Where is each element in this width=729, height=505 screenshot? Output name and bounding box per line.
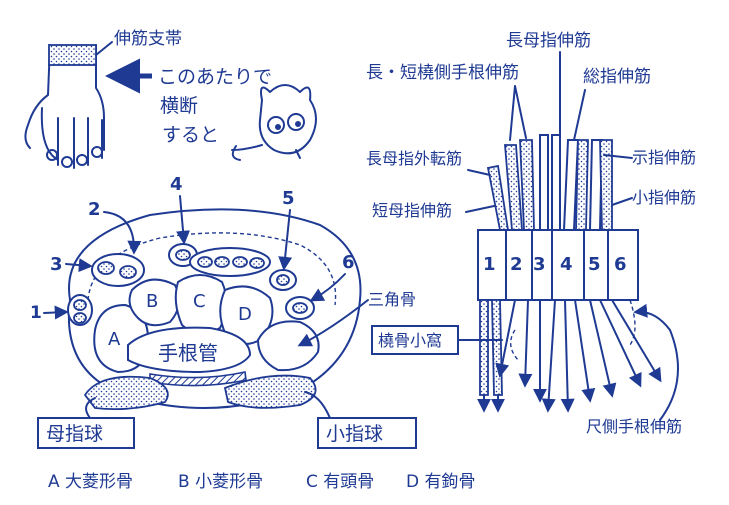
right-compartment-4-number: 4 <box>560 254 573 275</box>
hand-sketch <box>24 41 113 169</box>
snuffbox-label-box <box>371 325 459 355</box>
bone-c-label: C <box>193 291 206 312</box>
bone-b-label: B <box>146 291 158 312</box>
epb-label: 短母指伸筋 <box>372 201 452 220</box>
bone-c <box>174 274 228 335</box>
note-line1: このあたりで <box>158 66 272 88</box>
ecu-label: 尺側手根伸筋 <box>586 417 682 436</box>
snuffbox-label: 橈骨小窩 <box>378 331 442 350</box>
retinaculum-label: 伸筋支帯 <box>114 29 182 49</box>
legend-c: C 有頭骨 <box>306 472 374 492</box>
legend-d: D 有鉤骨 <box>406 472 476 492</box>
cartoon-character <box>231 84 317 161</box>
thenar-label: 母指球 <box>46 423 103 445</box>
legend-b: B 小菱形骨 <box>178 472 263 492</box>
right-compartment-3-number: 3 <box>533 254 546 275</box>
edc-label: 総指伸筋 <box>583 67 651 87</box>
legend-a: A 大菱形骨 <box>48 472 133 492</box>
left-compartment-5-number: 5 <box>282 188 295 209</box>
note-line3: すると <box>162 124 219 146</box>
tendon-dorsal-view <box>477 134 662 413</box>
right-compartment-6-number: 6 <box>614 254 627 275</box>
bone-a-label: A <box>108 329 121 350</box>
hypothenar-label-box <box>317 417 417 449</box>
bone-triquetrum <box>256 320 320 372</box>
left-compartment-4-number: 4 <box>170 174 183 195</box>
retinaculum-band <box>48 44 97 66</box>
triquetrum-label: 三角骨 <box>368 290 416 309</box>
compartment-4-sheath <box>189 247 271 277</box>
edm-label: 小指伸筋 <box>632 188 696 207</box>
epl-label: 長母指伸筋 <box>506 31 591 51</box>
left-compartment-1-number: 1 <box>30 303 42 323</box>
thenar-label-box <box>37 417 135 449</box>
transverse-ligament <box>149 371 247 387</box>
carpal-tunnel-region <box>127 326 252 374</box>
note-line2: 横断 <box>160 95 198 117</box>
eip-label: 示指伸筋 <box>632 148 696 167</box>
apl-label: 長母指外転筋 <box>366 149 462 168</box>
right-compartment-2-number: 2 <box>510 254 523 275</box>
right-compartment-5 <box>583 229 609 301</box>
bone-d-label: D <box>238 304 252 325</box>
left-compartment-2-number: 2 <box>88 199 101 220</box>
right-compartment-2 <box>505 229 533 301</box>
left-compartment-3-number: 3 <box>50 254 63 275</box>
wrist-cross-section <box>67 208 362 411</box>
right-compartment-6 <box>607 229 639 301</box>
hypothenar-eminence <box>223 374 317 409</box>
left-compartment-6-number: 6 <box>342 252 355 273</box>
right-compartment-1-number: 1 <box>483 254 496 275</box>
thenar-eminence <box>83 375 169 411</box>
carpal-tunnel-label: 手根管 <box>158 341 218 365</box>
ecrlb-label: 長・短橈側手根伸筋 <box>366 63 519 83</box>
hypothenar-label: 小指球 <box>326 423 383 445</box>
bone-b <box>128 278 180 327</box>
right-compartment-5-number: 5 <box>588 254 601 275</box>
